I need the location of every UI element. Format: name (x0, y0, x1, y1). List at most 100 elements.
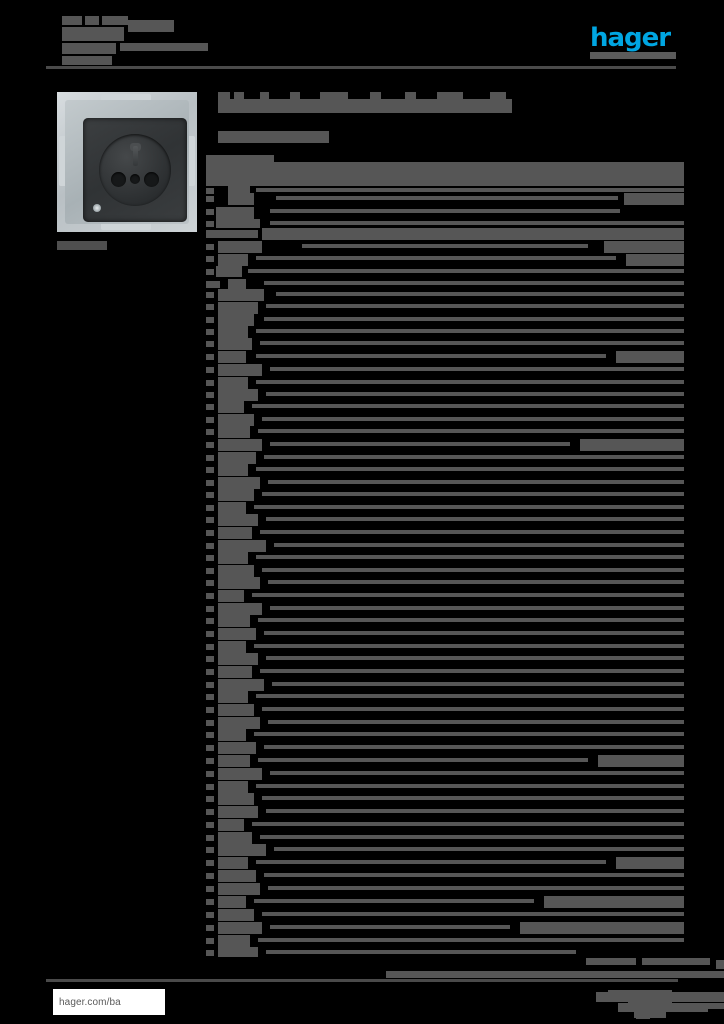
row-value-redacted (270, 925, 510, 929)
row-label-redacted (206, 822, 214, 828)
row-value-redacted (218, 691, 248, 703)
footer-url[interactable]: hager.com/ba (59, 996, 121, 1008)
row-value-redacted (218, 452, 256, 464)
row-label-redacted (206, 492, 214, 498)
row-value-redacted (218, 742, 256, 754)
row-label-redacted (206, 429, 214, 435)
row-value-redacted (218, 426, 250, 438)
socket-recess (99, 134, 171, 206)
row-value-redacted (228, 193, 254, 205)
row-label-redacted (206, 860, 214, 866)
footer-url-box[interactable]: hager.com/ba (53, 989, 165, 1015)
row-label-redacted (206, 568, 214, 574)
row-label-redacted (206, 530, 214, 536)
redacted-title-block (490, 92, 506, 99)
row-value-redacted (218, 896, 246, 908)
row-label-redacted (206, 682, 214, 688)
row-label-redacted (206, 912, 214, 918)
row-value-redacted (270, 771, 684, 775)
product-image-caption-redacted (57, 241, 107, 250)
row-value-redacted (218, 389, 258, 401)
row-value-redacted (264, 455, 684, 459)
footer-center-block (690, 1003, 724, 1009)
row-label-redacted (206, 269, 214, 275)
socket-hole-left (111, 172, 126, 187)
row-label-redacted (206, 404, 214, 410)
row-value-redacted (256, 188, 684, 192)
row-value-redacted (228, 186, 250, 195)
row-value-redacted (580, 439, 684, 451)
row-label-redacted (206, 784, 214, 790)
footer-note-block (386, 971, 724, 978)
row-label-redacted (206, 417, 214, 423)
row-value-redacted (266, 809, 684, 813)
footer-note-block (716, 960, 724, 969)
row-label-redacted (206, 938, 214, 944)
redacted-text-block (62, 56, 112, 65)
row-label-redacted (206, 732, 214, 738)
row-value-redacted (218, 909, 254, 921)
footer-page-block (634, 1011, 666, 1018)
row-value-redacted (218, 590, 244, 602)
row-value-redacted (218, 768, 262, 780)
row-value-redacted (258, 618, 684, 622)
row-value-redacted (218, 514, 258, 526)
row-label-redacted (206, 669, 214, 675)
row-value-redacted (260, 530, 684, 534)
row-value-redacted (218, 679, 264, 691)
row-label-redacted (206, 517, 214, 523)
frame-tab-left (59, 136, 69, 186)
row-value-redacted (270, 209, 620, 213)
row-value-redacted (274, 543, 684, 547)
redacted-text-block (62, 16, 82, 25)
row-value-redacted (262, 228, 684, 240)
redacted-title-block (234, 92, 244, 99)
row-label-redacted (206, 367, 214, 373)
row-value-redacted (218, 870, 256, 882)
row-label-redacted (206, 467, 214, 473)
frame-tab-bottom (101, 220, 151, 230)
row-value-redacted (258, 429, 684, 433)
row-label-redacted (206, 758, 214, 764)
row-value-redacted (218, 844, 266, 856)
row-value-redacted (264, 631, 684, 635)
row-value-redacted (218, 338, 252, 350)
row-value-redacted (254, 644, 684, 648)
row-value-redacted (218, 326, 248, 338)
footer-note-block (642, 958, 710, 965)
redacted-title-block (370, 92, 381, 99)
row-label-redacted (206, 809, 214, 815)
row-value-redacted (272, 682, 684, 686)
row-value-redacted (218, 439, 262, 451)
row-value-redacted (544, 896, 684, 908)
row-label-redacted (206, 230, 258, 238)
row-label-redacted (206, 925, 214, 931)
row-value-redacted (218, 857, 248, 869)
row-value-redacted (626, 254, 684, 266)
row-value-redacted (218, 819, 244, 831)
row-label-redacted (206, 292, 214, 298)
row-value-redacted (616, 351, 684, 363)
row-value-redacted (302, 244, 588, 248)
row-value-redacted (218, 364, 262, 376)
row-value-redacted (262, 912, 684, 916)
redacted-title-block (290, 92, 300, 99)
row-value-redacted (218, 289, 264, 301)
row-value-redacted (270, 606, 684, 610)
row-value-redacted (218, 527, 252, 539)
row-value-redacted (264, 317, 684, 321)
socket-frame (65, 100, 189, 224)
row-value-redacted (254, 899, 534, 903)
row-label-redacted (206, 256, 214, 262)
footer-divider (46, 979, 678, 982)
redacted-title-block (320, 92, 348, 99)
row-value-redacted (252, 404, 684, 408)
row-label-redacted (206, 796, 214, 802)
row-value-redacted (256, 555, 684, 559)
row-value-redacted (266, 517, 684, 521)
row-value-redacted (268, 886, 684, 890)
row-label-redacted (206, 873, 214, 879)
row-label-redacted (206, 745, 214, 751)
row-value-redacted (260, 835, 684, 839)
footer-page-block (608, 990, 672, 999)
